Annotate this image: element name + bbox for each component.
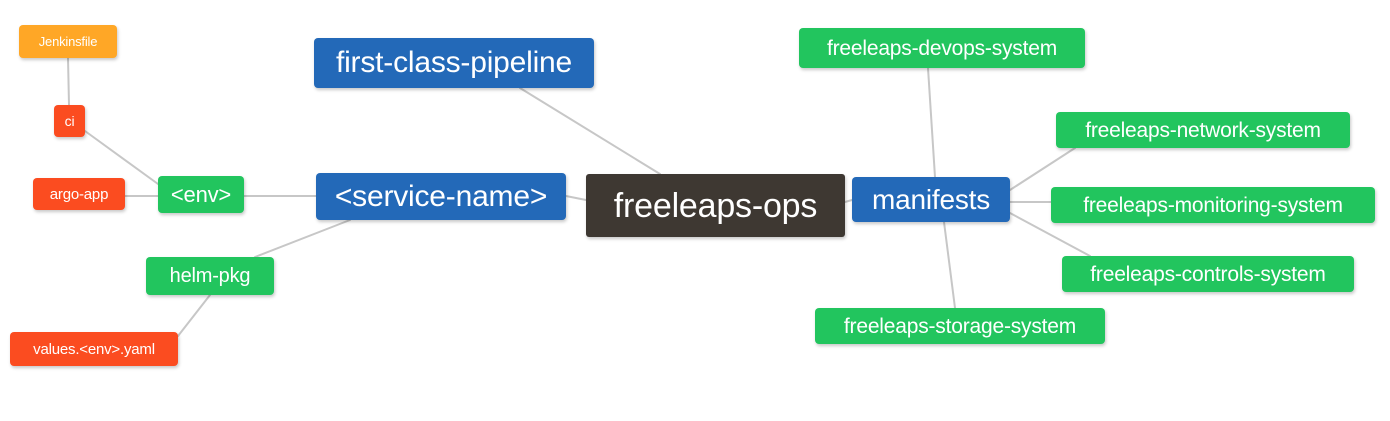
node-values-yaml[interactable]: values.<env>.yaml <box>10 332 178 366</box>
node-first-class[interactable]: first-class-pipeline <box>314 38 594 88</box>
edge-freeleaps-ops-to-manifests <box>844 199 853 203</box>
node-storage-sys[interactable]: freeleaps-storage-system <box>815 308 1105 344</box>
node-freeleaps-ops[interactable]: freeleaps-ops <box>586 174 845 237</box>
edge-helm-pkg-to-service-name <box>254 219 351 258</box>
edge-service-name-to-freeleaps-ops <box>565 195 587 201</box>
node-service-name[interactable]: <service-name> <box>316 173 566 220</box>
node-controls-sys[interactable]: freeleaps-controls-system <box>1062 256 1354 292</box>
node-argo-app[interactable]: argo-app <box>33 178 125 210</box>
edge-manifests-to-devops-sys <box>927 67 936 178</box>
node-jenkinsfile[interactable]: Jenkinsfile <box>19 25 117 58</box>
edge-first-class-to-freeleaps-ops <box>519 87 661 175</box>
edge-jenkinsfile-to-ci <box>67 57 70 106</box>
node-devops-sys[interactable]: freeleaps-devops-system <box>799 28 1085 68</box>
node-ci[interactable]: ci <box>54 105 85 137</box>
node-env[interactable]: <env> <box>158 176 244 213</box>
node-manifests[interactable]: manifests <box>852 177 1010 222</box>
edge-manifests-to-network-sys <box>1009 147 1076 191</box>
node-helm-pkg[interactable]: helm-pkg <box>146 257 274 295</box>
edge-manifests-to-storage-sys <box>943 221 956 309</box>
edge-ci-to-env <box>84 130 159 185</box>
edge-values-yaml-to-helm-pkg <box>177 294 211 337</box>
node-network-sys[interactable]: freeleaps-network-system <box>1056 112 1350 148</box>
node-monitoring-sys[interactable]: freeleaps-monitoring-system <box>1051 187 1375 223</box>
